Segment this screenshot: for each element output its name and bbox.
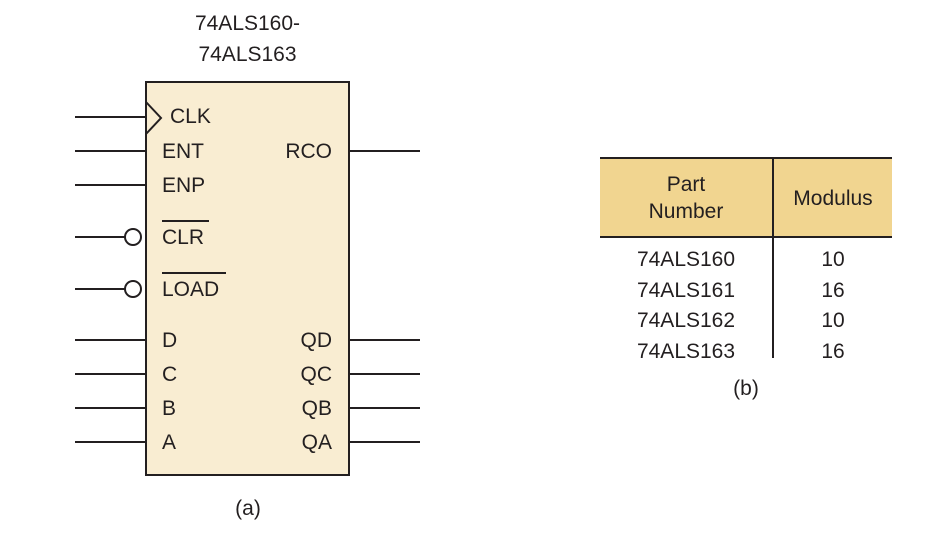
chip-title-line2: 74ALS163 xyxy=(198,43,297,66)
table-header-part-number: Part Number xyxy=(600,171,772,225)
table-header-background xyxy=(600,158,892,237)
pin-line-clr xyxy=(75,236,125,238)
caption-a: (a) xyxy=(235,497,261,520)
table-cell-modulus-2: 16 xyxy=(821,279,845,302)
pin-line-ent xyxy=(75,150,145,152)
table-top-rule xyxy=(600,157,892,159)
pin-label-rco: RCO xyxy=(285,140,332,163)
pin-line-d xyxy=(75,339,145,341)
pin-label-qb: QB xyxy=(301,397,332,420)
pin-label-a: A xyxy=(162,431,177,454)
table-cell-modulus-4: 16 xyxy=(821,340,845,363)
chip-title-line1: 74ALS160- xyxy=(194,12,301,35)
pin-line-qc xyxy=(350,373,420,375)
pin-label-clr: CLR xyxy=(162,226,205,249)
pin-label-qd: QD xyxy=(300,329,333,352)
table-cell-modulus-3: 10 xyxy=(821,309,845,332)
pin-label-c: C xyxy=(162,363,178,386)
table-header-modulus: Modulus xyxy=(793,187,873,210)
pin-line-rco xyxy=(350,150,420,152)
table-cell-part-4: 74ALS163 xyxy=(636,340,736,363)
pin-label-load: LOAD xyxy=(162,278,220,301)
table-cell-part-3: 74ALS162 xyxy=(636,309,736,332)
clr-inversion-bubble xyxy=(124,228,142,246)
table-column-divider xyxy=(772,158,774,358)
chip-body xyxy=(145,81,350,476)
caption-b: (b) xyxy=(733,377,759,400)
pin-line-load xyxy=(75,288,125,290)
table-header-rule xyxy=(600,236,892,238)
pin-line-enp xyxy=(75,184,145,186)
header-number: Number xyxy=(648,200,724,223)
pin-line-qb xyxy=(350,407,420,409)
pin-label-qa: QA xyxy=(301,431,332,454)
pin-line-qa xyxy=(350,441,420,443)
pin-label-qc: QC xyxy=(300,363,333,386)
table-cell-part-2: 74ALS161 xyxy=(636,279,736,302)
pin-label-d: D xyxy=(162,329,178,352)
pin-line-c xyxy=(75,373,145,375)
clock-triangle-icon xyxy=(145,101,163,135)
pin-line-clk xyxy=(75,116,145,118)
load-overbar xyxy=(162,272,226,274)
header-part: Part xyxy=(666,173,706,196)
pin-label-clk: CLK xyxy=(170,105,211,128)
table-cell-part-1: 74ALS160 xyxy=(636,248,736,271)
table-cell-modulus-1: 10 xyxy=(821,248,845,271)
pin-line-a xyxy=(75,441,145,443)
pin-label-b: B xyxy=(162,397,177,420)
pin-line-qd xyxy=(350,339,420,341)
clr-overbar xyxy=(162,220,209,222)
pin-label-enp: ENP xyxy=(162,174,206,197)
pin-line-b xyxy=(75,407,145,409)
pin-label-ent: ENT xyxy=(162,140,204,163)
load-inversion-bubble xyxy=(124,280,142,298)
